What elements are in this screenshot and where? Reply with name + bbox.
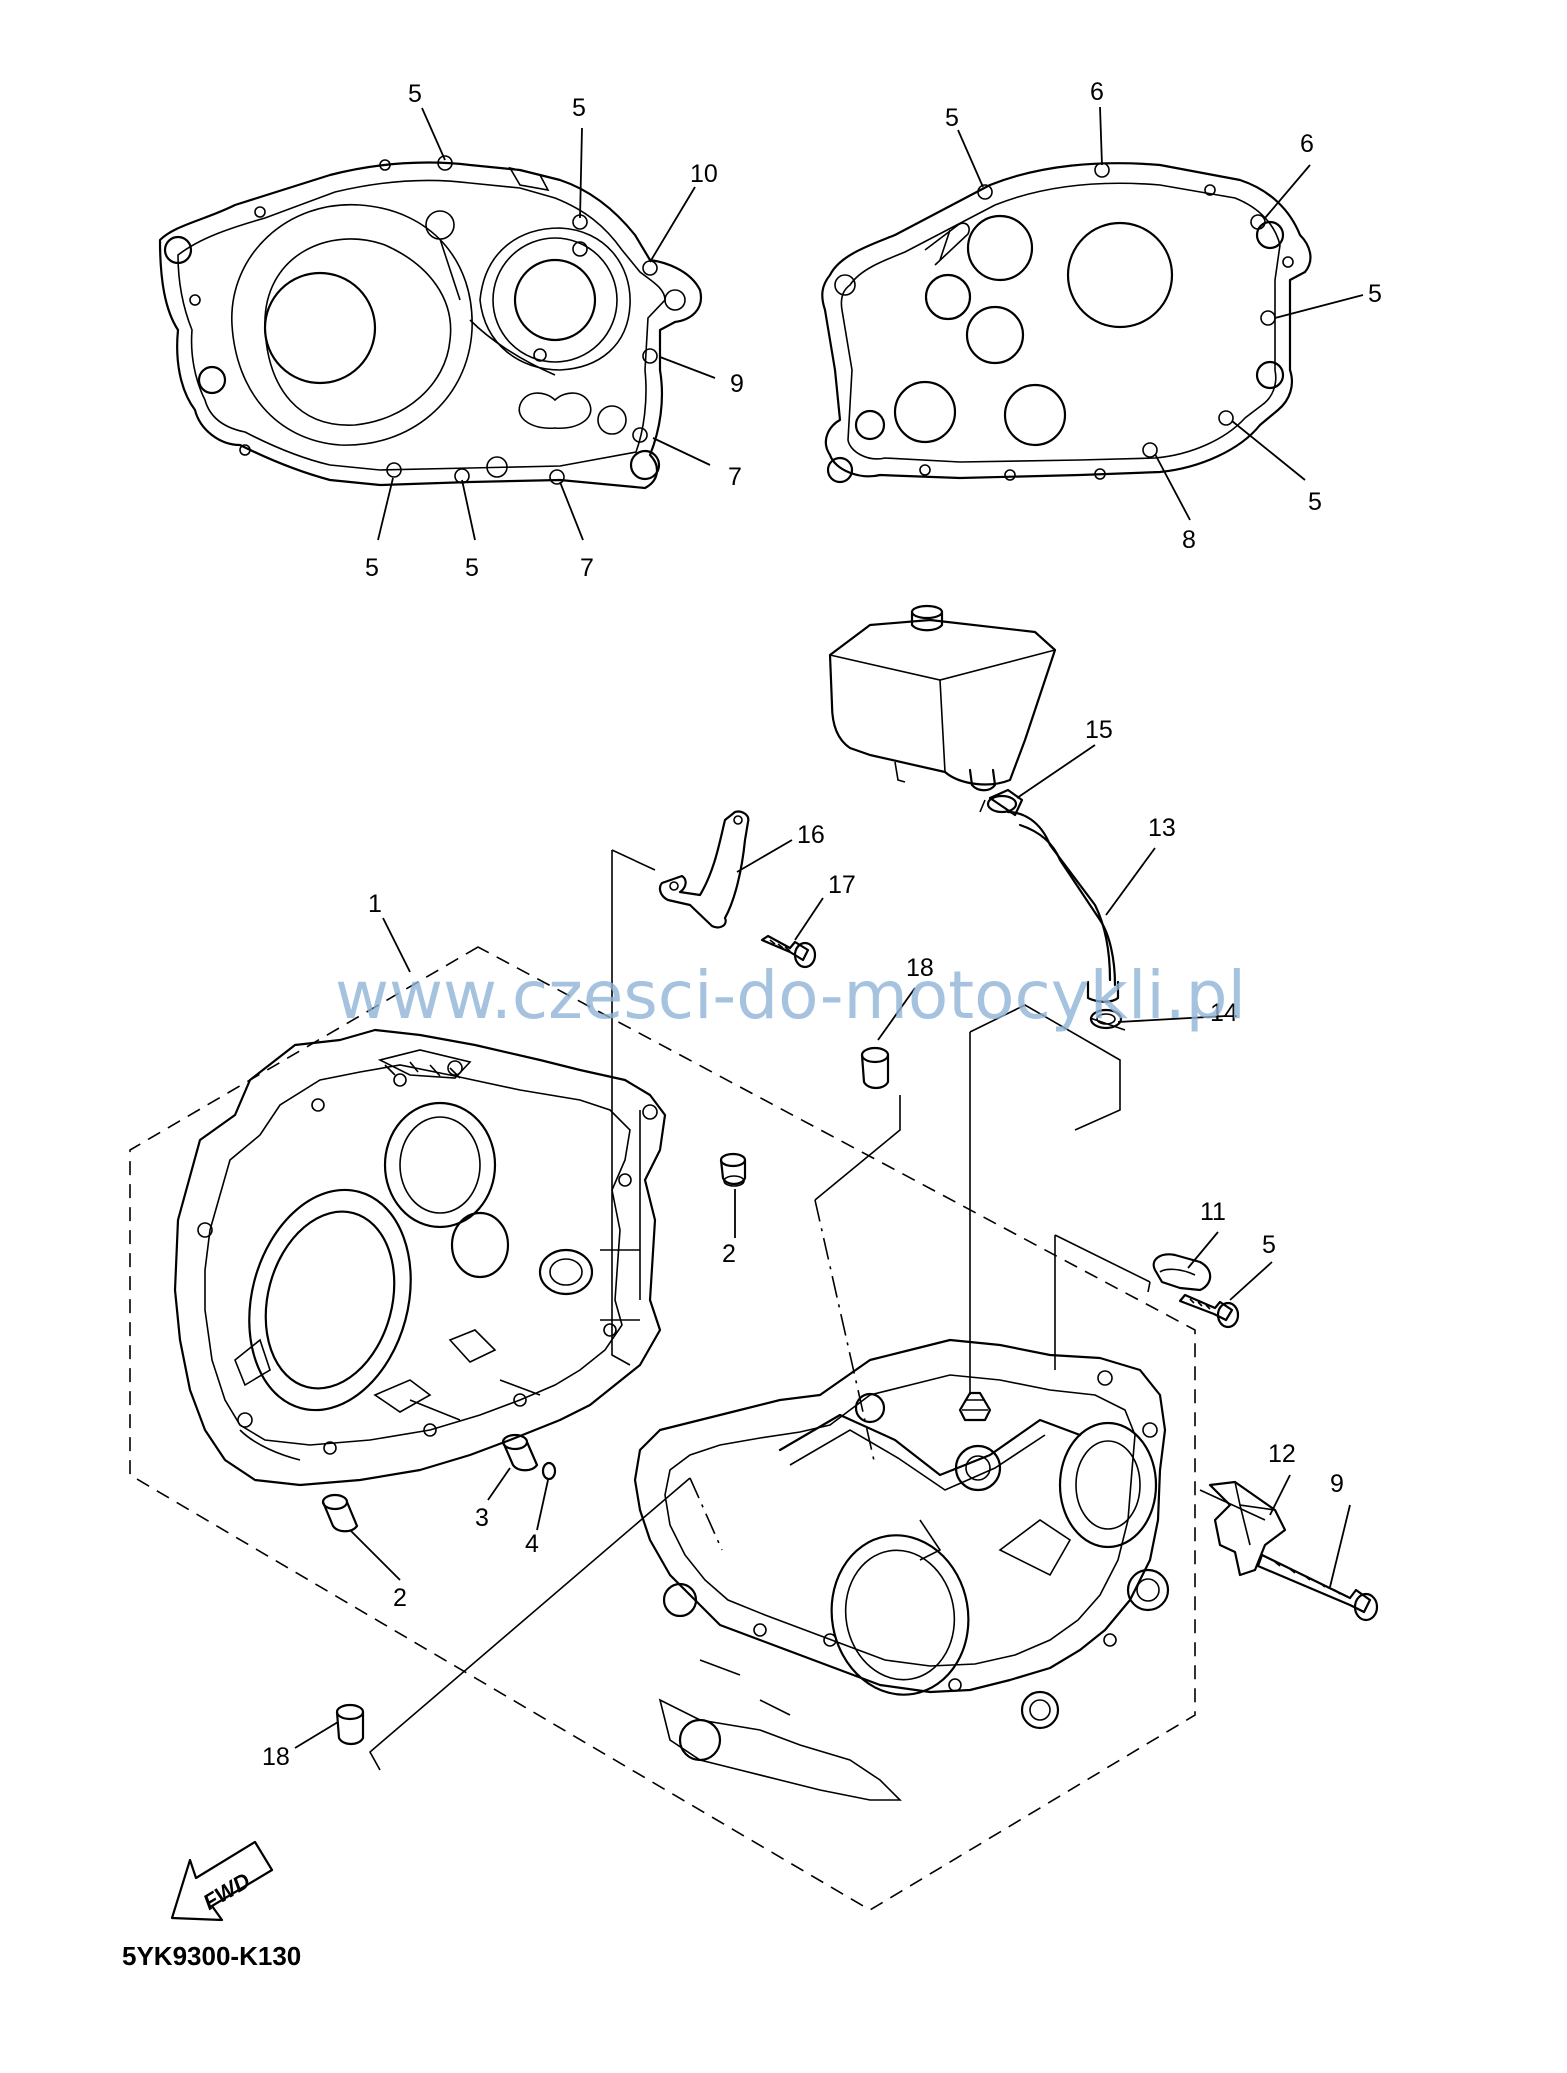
callout-label: 16 [797,821,825,849]
hose-clip-15 [979,794,1018,814]
callout-label: 9 [1330,1470,1344,1498]
callout-label: 6 [1300,130,1314,158]
callout-label: 5 [365,554,379,582]
callout-label: 5 [1308,488,1322,516]
left-crankcase-gasket [158,155,703,490]
callout-label: 5 [1368,280,1382,308]
callout-label: 5 [945,104,959,132]
callout-label: 6 [1090,78,1104,106]
dowel-pin-2-lower [321,1493,359,1533]
holder-12 [1208,1480,1287,1577]
callout-label: 8 [1182,526,1196,554]
callout-label: 18 [262,1743,290,1771]
dowel-pin-18-upper [860,1046,890,1090]
callout-label: 11 [1200,1198,1226,1226]
oil-hose [988,788,1120,1003]
callout-label: 9 [730,370,744,398]
left-crankcase [173,1028,667,1487]
callout-label: 18 [906,954,934,982]
watermark-url: www.czesci-do-motocykli.pl [335,957,1246,1034]
assembly-lines [129,849,1266,1911]
callout-label: 13 [1148,814,1176,842]
hose-guide-11 [1147,1253,1212,1293]
callout-label: 5 [572,94,586,122]
callout-label: 2 [393,1584,407,1612]
callout-label: 7 [580,554,594,582]
callout-label: 12 [1268,1440,1296,1468]
callout-label: 5 [1262,1231,1276,1259]
fwd-label: FWD [199,1868,255,1915]
diagram-code: 5YK9300-K130 [122,1941,301,1971]
dowel-pin-2-upper [719,1152,747,1187]
callout-label: 2 [722,1240,736,1268]
callout-label: 3 [475,1504,489,1532]
leader-lines [294,106,1364,1749]
forward-direction-arrow: FWD [170,1840,274,1922]
callout-label: 4 [525,1530,539,1558]
callout-label: 17 [828,871,856,899]
bolt-5-clip [1178,1293,1240,1329]
bolt-9-holder [1256,1553,1379,1622]
callout-label: 7 [728,463,742,491]
callout-labels: 5 5 10 9 7 5 5 7 5 6 6 5 5 8 15 13 16 17… [262,78,1382,1771]
right-crankcase-gasket [821,162,1312,484]
callout-label: 5 [408,80,422,108]
callout-label: 1 [368,890,382,918]
callout-label: 5 [465,554,479,582]
dowel-pin-3 [501,1433,539,1472]
right-crankcase [633,1338,1170,1801]
callout-label: 10 [690,160,718,188]
dowel-pin-18-lower [335,1703,365,1746]
bolt-17 [760,934,817,969]
callout-label: 14 [1210,999,1238,1027]
o-ring-4 [541,1461,557,1481]
oil-tank [828,604,1057,792]
callout-label: 15 [1085,716,1113,744]
bracket-16 [658,810,750,929]
